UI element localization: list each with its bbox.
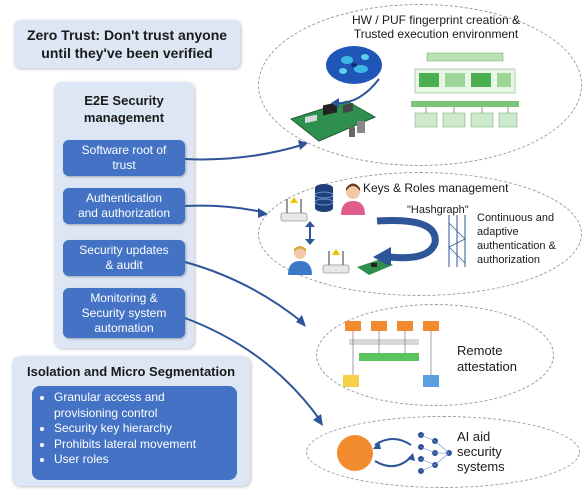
zero-trust-line2: until they've been verified [41,45,213,61]
isolation-item: User roles [54,452,237,468]
hashgraph-loop-arrow [373,216,439,265]
hashgraph-label: "Hashgraph" [407,204,469,216]
router-icon [280,197,308,222]
keys-roles-title: Keys & Roles management [363,181,509,195]
continuous-line3: authentication & [477,240,556,252]
tee-block-diagram-icon [405,47,525,139]
arrow-to-hw-puf-head [298,140,308,150]
attestation-diagram-icon [343,321,439,387]
arrow-to-remote-head [296,315,306,327]
fingerprint-to-board-arrow [331,78,380,108]
arrow-to-remote [184,261,303,323]
zero-trust-line1: Zero Trust: Don't trust anyone [26,27,228,43]
ai-security-label: AI aid security systems [457,429,505,474]
arrow-to-hw-puf [184,144,303,161]
e2e-title: E2E Security management [54,92,194,126]
arrow-to-keys-roles [184,204,263,213]
remote-line2: attestation [457,359,517,374]
ai-line2: security [457,444,502,459]
keys-roles-ellipse: Keys & Roles management "Hashgraph" Cont… [258,172,582,296]
authentication-line1: Authentication [85,191,163,205]
software-root-of-trust-box: Software root of trust [63,140,185,176]
router-icon [322,249,350,274]
continuous-auth-label: Continuous and adaptive authentication &… [477,211,556,267]
security-updates-audit-box: Security updates & audit [63,240,185,276]
isolation-item: Granular access and [54,390,237,406]
arrow-to-ai [184,317,321,421]
remote-line1: Remote [457,343,503,358]
isolation-item-continued: provisioning control [54,405,158,420]
monitoring-line1: Monitoring & [90,290,158,305]
software-root-line1: Software root of [81,143,167,157]
arrow-to-keys-roles-head [258,208,268,218]
circuit-board-icon [289,100,377,142]
e2e-title-line1: E2E Security [84,93,164,108]
isolation-title: Isolation and Micro Segmentation [26,364,236,379]
monitoring-line3: automation [94,320,154,335]
ai-network-icon [337,432,452,474]
puf-fingerprint-pattern-icon [326,46,382,84]
ai-line3: systems [457,459,505,474]
database-icon [314,184,334,212]
isolation-item: Security key hierarchy [54,421,237,437]
remote-attestation-label: Remote attestation [457,343,517,375]
arrow-to-ai-head [313,414,323,426]
monitoring-automation-box: Monitoring & Security system automation [63,288,185,338]
security-updates-line1: Security updates [79,243,169,257]
e2e-security-panel: E2E Security management Software root of… [54,82,194,348]
e2e-title-line2: management [83,110,165,125]
monitoring-line2: Security system [81,305,167,320]
hw-puf-line1: HW / PUF fingerprint creation & [351,13,521,27]
remote-attestation-ellipse: Remote attestation [316,304,554,406]
authentication-line2: and authorization [77,206,171,220]
bidirectional-arrow-icon [305,221,315,245]
zero-trust-box: Zero Trust: Don't trust anyone until the… [14,20,240,68]
hw-puf-line2: Trusted execution environment [353,27,519,41]
user-icon [288,246,312,275]
continuous-line2: adaptive [477,226,519,238]
hashgraph-lattice-icon [448,215,466,267]
isolation-list-box: Granular access and provisioning control… [32,386,237,480]
continuous-line4: authorization [477,254,540,266]
continuous-line1: Continuous and [477,212,555,224]
isolation-panel: Isolation and Micro Segmentation Granula… [12,356,250,486]
ai-security-ellipse: AI aid security systems [306,416,580,488]
ai-line1: AI aid [457,429,491,444]
authentication-authorization-box: Authentication and authorization [63,188,185,224]
hw-puf-label: HW / PUF fingerprint creation & Trusted … [321,13,551,41]
user-avatar-icon [341,183,365,215]
hw-puf-ellipse: HW / PUF fingerprint creation & Trusted … [258,4,582,166]
security-updates-line2: & audit [105,258,143,272]
software-root-line2: trust [112,158,136,172]
isolation-item: Prohibits lateral movement [54,437,237,453]
isolation-list: Granular access and provisioning control… [32,390,237,468]
